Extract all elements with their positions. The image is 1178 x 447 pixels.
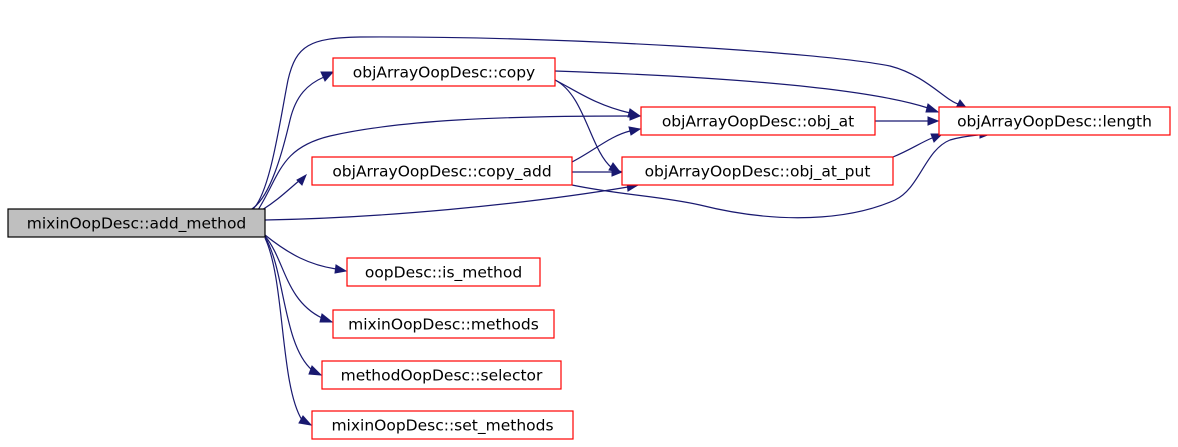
edge-add-method-to-obj-at-put [264, 182, 640, 221]
edge-add-method-to-is-method [264, 234, 348, 274]
edge-add-method-to-copy-add [261, 173, 307, 211]
node-objarray-copy[interactable]: objArrayOopDesc::copy [332, 57, 556, 87]
node-objarray-copy-add[interactable]: objArrayOopDesc::copy_add [311, 156, 573, 186]
edge-add-method-to-selector [264, 236, 323, 376]
node-mixin-methods[interactable]: mixinOopDesc::methods [332, 309, 555, 339]
edge-add-method-to-copy [249, 71, 335, 211]
node-label-mixin-methods: mixinOopDesc::methods [348, 316, 539, 334]
node-label-objarray-copy: objArrayOopDesc::copy [353, 64, 535, 82]
node-label-mixin-set-methods: mixinOopDesc::set_methods [331, 417, 553, 436]
edge-copy-to-length [554, 70, 940, 113]
node-label-oop-is-method: oopDesc::is_method [365, 264, 522, 283]
node-label-objarray-obj-at: objArrayOopDesc::obj_at [662, 113, 854, 132]
edge-obj-at-put-to-length [892, 133, 944, 158]
call-graph-nodes: mixinOopDesc::add_method objArrayOopDesc… [7, 57, 1171, 440]
node-label-objarray-length: objArrayOopDesc::length [957, 113, 1152, 131]
node-label-method-selector: methodOopDesc::selector [341, 367, 543, 385]
edge-copy-to-obj-at [554, 79, 642, 118]
node-objarray-obj-at-put[interactable]: objArrayOopDesc::obj_at_put [621, 156, 894, 186]
edge-add-method-to-methods [264, 235, 334, 323]
edge-copy-add-to-obj-at [571, 126, 642, 163]
node-objarray-length[interactable]: objArrayOopDesc::length [938, 106, 1171, 136]
node-label-objarray-copy-add: objArrayOopDesc::copy_add [332, 163, 551, 182]
node-label-objarray-obj-at-put: objArrayOopDesc::obj_at_put [645, 163, 871, 182]
edge-add-method-to-set-methods [264, 237, 313, 426]
node-mixin-set-methods[interactable]: mixinOopDesc::set_methods [311, 410, 574, 440]
node-label-mixin-add-method: mixinOopDesc::add_method [27, 215, 247, 234]
edge-copy-add-to-obj-at-put [572, 167, 624, 177]
node-method-selector[interactable]: methodOopDesc::selector [321, 360, 562, 390]
node-objarray-obj-at[interactable]: objArrayOopDesc::obj_at [640, 106, 876, 136]
node-mixin-add-method[interactable]: mixinOopDesc::add_method [7, 208, 266, 238]
node-oop-is-method[interactable]: oopDesc::is_method [346, 257, 541, 287]
edge-obj-at-to-length [875, 116, 940, 126]
